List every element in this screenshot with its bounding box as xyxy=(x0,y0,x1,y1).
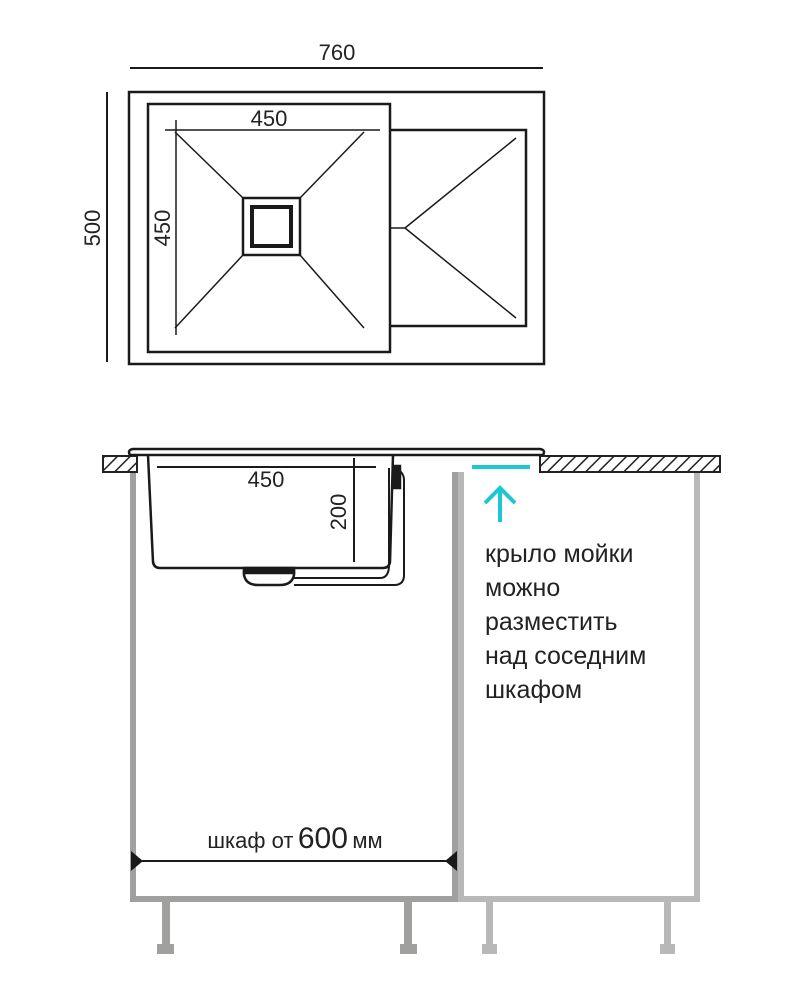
note-line: шкафом xyxy=(485,676,582,704)
note-line: крыло мойки xyxy=(485,540,634,568)
note-line: разместить xyxy=(485,608,617,636)
bowl-inner-dimensions xyxy=(165,120,380,335)
width-label: 760 xyxy=(319,40,356,65)
wing-note: крыло мойки можно разместить над соседни… xyxy=(485,540,646,704)
drainboard-wing xyxy=(390,128,528,328)
main-cabinet xyxy=(130,472,458,954)
sink-outline xyxy=(127,90,546,366)
neighbor-cabinet xyxy=(458,472,700,954)
side-bowl-depth-label: 200 xyxy=(326,494,351,531)
bowl-width-label: 450 xyxy=(251,106,288,131)
cabinet-width-label: шкаф от 600 мм xyxy=(207,822,382,855)
cabinet-width-dimension xyxy=(131,851,457,871)
countertop-right xyxy=(539,455,721,473)
side-bowl-width-label: 450 xyxy=(248,467,285,492)
note-line: можно xyxy=(485,574,560,602)
drain-outer xyxy=(241,196,302,257)
wing-placement-marker xyxy=(472,465,530,522)
bowl-depth-label: 450 xyxy=(150,210,175,247)
drain-icon xyxy=(250,205,293,248)
sink-side-profile xyxy=(127,447,546,587)
depth-label: 500 xyxy=(80,210,105,247)
drain-fitting xyxy=(242,570,296,587)
countertop-left xyxy=(102,455,138,473)
note-line: над соседним xyxy=(485,642,646,670)
wing-slope-lines xyxy=(390,137,517,319)
top-view xyxy=(106,67,546,366)
bowl-slope-lines xyxy=(174,131,365,329)
